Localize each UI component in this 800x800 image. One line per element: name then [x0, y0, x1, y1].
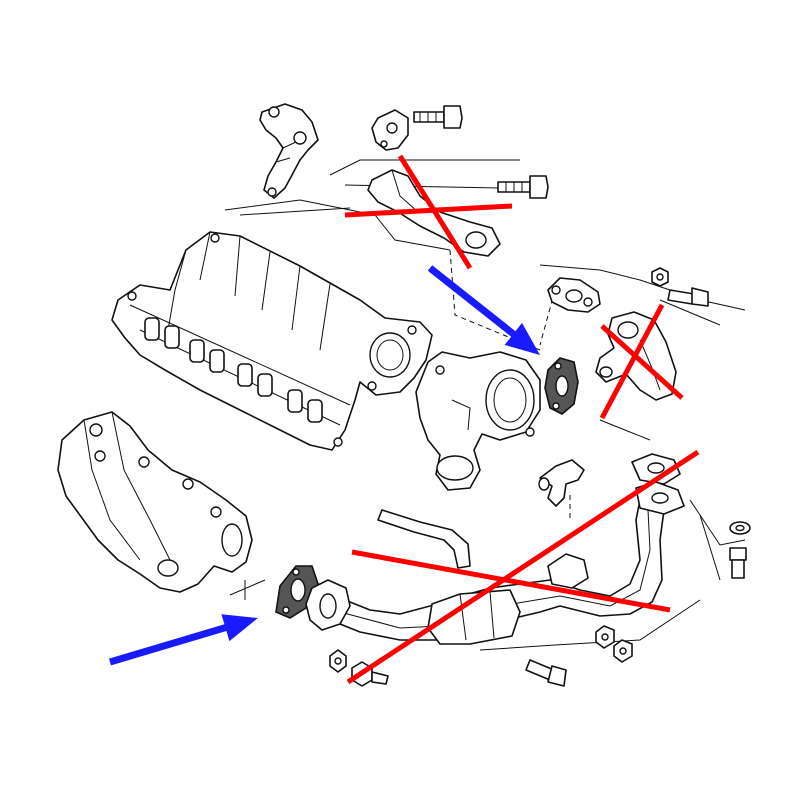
intake-manifold [111, 231, 433, 451]
washer-right [729, 521, 751, 535]
cross-egr-pipe-line-2 [351, 549, 671, 613]
bolt-lower-middle [525, 659, 567, 687]
egr-pipe-assembly [305, 453, 685, 645]
arrow-to-exhaust-gasket [109, 614, 258, 666]
cross-egr-flange-line-2 [600, 324, 684, 400]
cross-egr-valve-line-2 [344, 203, 513, 218]
nut-lower-right-2 [613, 639, 633, 663]
nut-upper-right [651, 267, 669, 287]
bolt-upper-right [667, 287, 709, 307]
coolant-hose-1 [377, 509, 471, 569]
cross-marks [344, 154, 700, 685]
cross-egr-pipe-line-1 [346, 449, 700, 685]
arrow-to-throttle-gasket [427, 265, 540, 355]
nut-lower-left-1 [329, 649, 347, 673]
exhaust-manifold [57, 411, 253, 593]
indicator-arrows [109, 265, 540, 666]
stud-right [729, 547, 747, 579]
throttle-body [415, 351, 541, 491]
cross-egr-flange-line-1 [599, 303, 665, 420]
coolant-hose-2 [538, 459, 585, 507]
gasket-upper-right [547, 277, 601, 313]
intake-runner-ports [144, 317, 323, 423]
egr-bracket [259, 103, 319, 199]
egr-valve-upper [367, 109, 501, 257]
gasket-throttle-egr [544, 357, 579, 415]
bolt-top-1 [413, 105, 463, 129]
bolt-top-2 [497, 175, 549, 199]
nut-lower-right-1 [595, 625, 615, 649]
